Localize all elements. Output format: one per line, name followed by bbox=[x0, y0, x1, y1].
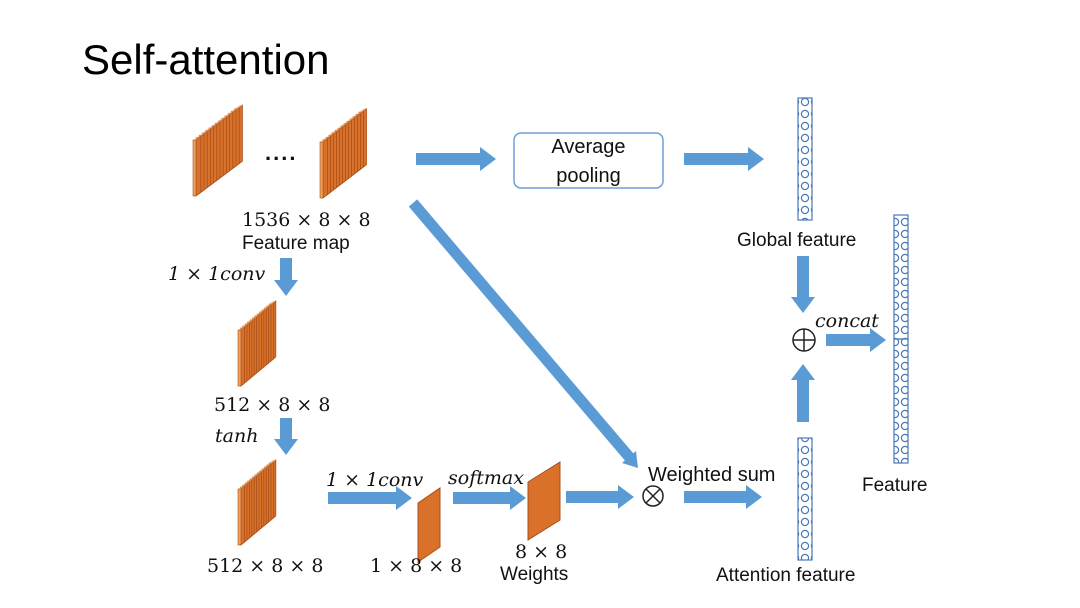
weights-map bbox=[527, 461, 561, 541]
feature-map-label: Feature map bbox=[242, 233, 350, 254]
arrow-down-2 bbox=[274, 418, 298, 455]
lower-stack bbox=[237, 459, 277, 546]
ellipsis-text: .... bbox=[265, 140, 297, 165]
feature-label: Feature bbox=[862, 475, 927, 496]
weights-dims: 8 × 8 bbox=[515, 541, 567, 563]
arrow-right-to-feature bbox=[826, 328, 886, 352]
global-feature-label: Global feature bbox=[737, 230, 856, 251]
arrow-up-to-sum bbox=[791, 364, 815, 422]
feature-vector-bottom bbox=[893, 338, 909, 464]
circled-plus-icon bbox=[792, 328, 816, 352]
lower-dims: 512 × 8 × 8 bbox=[207, 555, 323, 577]
feature-map-stack-right bbox=[319, 107, 367, 199]
arrow-diagonal-head bbox=[622, 451, 638, 468]
weights-label: Weights bbox=[500, 564, 568, 585]
arrow-right-softmax bbox=[453, 486, 526, 510]
feature-map-dims: 1536 × 8 × 8 bbox=[242, 209, 371, 231]
feature-vector-top bbox=[893, 214, 909, 340]
arrow-right-to-pooling bbox=[416, 147, 496, 171]
weighted-sum-label: Weighted sum bbox=[648, 464, 775, 486]
arrow-right-to-attention bbox=[684, 485, 762, 509]
arrow-right-to-global bbox=[684, 147, 764, 171]
feature-map-stack-left bbox=[192, 104, 243, 197]
average-pooling-line1: Average bbox=[551, 136, 625, 158]
average-pooling-line2: pooling bbox=[556, 165, 621, 187]
tanh-label: tanh bbox=[215, 425, 258, 447]
attention-feature-vector bbox=[797, 437, 813, 561]
single-dims: 1 × 8 × 8 bbox=[370, 555, 462, 577]
arrow-right-conv2 bbox=[328, 486, 412, 510]
mid-dims: 512 × 8 × 8 bbox=[214, 394, 330, 416]
slide-title: Self-attention bbox=[82, 36, 330, 83]
attention-feature-label: Attention feature bbox=[716, 565, 855, 586]
mid-stack bbox=[237, 300, 277, 387]
circled-times-icon bbox=[642, 485, 664, 507]
arrow-right-weights bbox=[566, 485, 634, 509]
conv1-label: 1 × 1conv bbox=[168, 263, 265, 285]
concat-label: concat bbox=[815, 310, 879, 332]
arrow-down-1 bbox=[274, 258, 298, 296]
arrow-diagonal bbox=[408, 199, 635, 462]
single-map bbox=[417, 487, 441, 563]
average-pooling-box bbox=[513, 132, 664, 189]
softmax-label: softmax bbox=[448, 467, 524, 489]
global-feature-vector bbox=[797, 97, 813, 221]
arrow-down-to-sum bbox=[791, 256, 815, 313]
conv2-label: 1 × 1conv bbox=[326, 469, 423, 491]
